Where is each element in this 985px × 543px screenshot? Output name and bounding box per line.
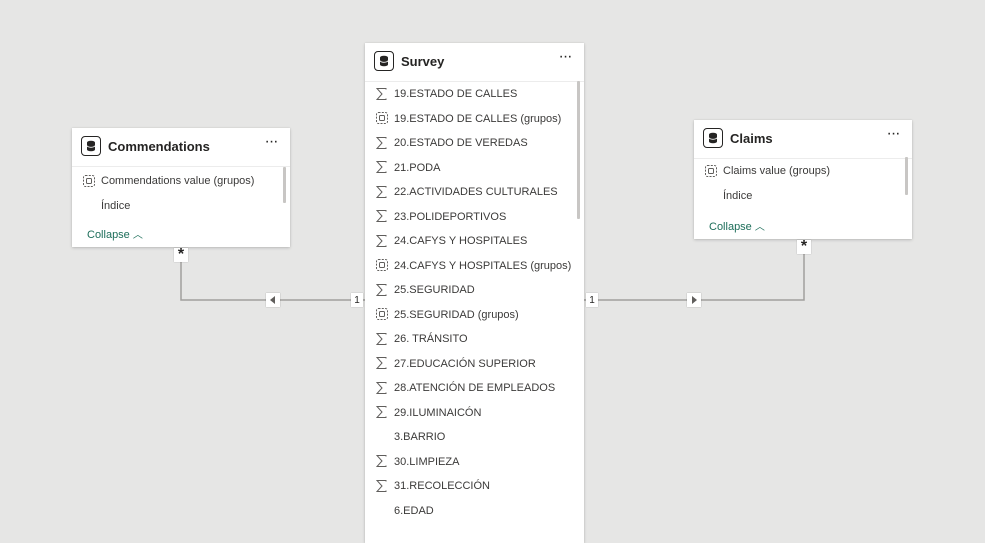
sigma-icon [375, 234, 388, 247]
sigma-icon [375, 357, 388, 370]
scrollbar[interactable] [283, 167, 286, 203]
field-label: 28.ATENCIÓN DE EMPLEADOS [394, 382, 556, 394]
field-item[interactable]: 29.ILUMINAICÓN [365, 401, 584, 426]
field-label: Commendations value (grupos) [101, 175, 255, 187]
field-label: Índice [101, 199, 131, 212]
sigma-icon [375, 185, 388, 198]
field-label: 20.ESTADO DE VEREDAS [394, 137, 528, 149]
more-options-button[interactable]: ··· [886, 125, 901, 142]
sigma-icon [375, 210, 388, 223]
field-item[interactable]: Claims value (groups) [694, 159, 912, 184]
field-item[interactable]: 21.PODA [365, 156, 584, 181]
chevron-up-icon: ︿ [754, 222, 765, 233]
filter-direction-right-arrow-icon[interactable] [687, 293, 701, 307]
field-list: Claims value (groups) Índice [694, 157, 912, 209]
filter-direction-left-arrow-icon[interactable] [266, 293, 280, 307]
database-icon [703, 128, 723, 148]
field-label: Claims value (groups) [723, 165, 830, 177]
collapse-button[interactable]: Collapse︿ [87, 226, 143, 241]
field-label: 22.ACTIVIDADES CULTURALES [394, 186, 558, 198]
field-list: Commendations value (grupos) Índice [72, 167, 290, 218]
sigma-icon [375, 161, 388, 174]
more-options-button[interactable]: ··· [558, 48, 573, 65]
group-icon [375, 112, 388, 125]
field-item[interactable]: 22.ACTIVIDADES CULTURALES [365, 180, 584, 205]
chevron-up-icon: ︿ [132, 230, 143, 241]
sigma-icon [375, 406, 388, 419]
database-icon [81, 136, 101, 156]
survey-header[interactable]: Survey ··· [365, 43, 584, 82]
field-label: 30.LIMPIEZA [394, 455, 460, 468]
field-list: 19.ESTADO DE CALLES 19.ESTADO DE CALLES (… [365, 82, 584, 523]
field-label: 24.CAFYS Y HOSPITALES (grupos) [394, 259, 572, 272]
group-icon [375, 259, 388, 272]
field-item[interactable]: 20.ESTADO DE VEREDAS [365, 131, 584, 156]
cardinality-one-marker-right: 1 [586, 293, 598, 307]
claims-header[interactable]: Claims ··· [694, 120, 912, 159]
field-item[interactable]: 26. TRÁNSITO [365, 327, 584, 352]
field-label: 25.SEGURIDAD (grupos) [394, 308, 519, 321]
field-item[interactable]: 19.ESTADO DE CALLES (grupos) [365, 107, 584, 132]
sigma-icon [375, 332, 388, 345]
field-label: 27.EDUCACIÓN SUPERIOR [394, 357, 536, 370]
field-item[interactable]: Commendations value (grupos) [72, 169, 290, 194]
commendations-table-card[interactable]: Commendations ··· Commendations value (g… [72, 128, 290, 247]
more-options-button[interactable]: ··· [264, 133, 279, 150]
sigma-icon [375, 283, 388, 296]
field-item[interactable]: 24.CAFYS Y HOSPITALES [365, 229, 584, 254]
sigma-icon [375, 455, 388, 468]
table-title: Survey [401, 54, 445, 69]
field-item[interactable]: 25.SEGURIDAD [365, 278, 584, 303]
scrollbar[interactable] [577, 81, 580, 219]
commendations-header[interactable]: Commendations ··· [72, 128, 290, 167]
field-item[interactable]: 28.ATENCIÓN DE EMPLEADOS [365, 376, 584, 401]
group-icon [82, 174, 95, 187]
collapse-button[interactable]: Collapse︿ [709, 218, 765, 233]
field-item[interactable]: 23.POLIDEPORTIVOS [365, 205, 584, 230]
collapse-label: Collapse [87, 229, 130, 241]
field-label: 21.PODA [394, 161, 441, 174]
cardinality-one-marker-left: 1 [351, 293, 363, 307]
sigma-icon [375, 136, 388, 149]
sigma-icon [375, 87, 388, 100]
field-item[interactable]: Índice [72, 194, 290, 219]
field-label: 31.RECOLECCIÓN [394, 480, 490, 492]
field-label: 26. TRÁNSITO [394, 333, 468, 345]
table-title: Claims [730, 131, 773, 146]
group-icon [375, 308, 388, 321]
collapse-label: Collapse [709, 221, 752, 233]
sigma-icon [375, 479, 388, 492]
field-item[interactable]: 24.CAFYS Y HOSPITALES (grupos) [365, 254, 584, 279]
field-label: Índice [723, 189, 753, 202]
field-label: 19.ESTADO DE CALLES (grupos) [394, 112, 562, 125]
group-icon [704, 164, 717, 177]
field-item[interactable]: 25.SEGURIDAD (grupos) [365, 303, 584, 328]
field-item[interactable]: 3.BARRIO [365, 425, 584, 450]
cardinality-many-marker-left: * [174, 246, 188, 263]
table-title: Commendations [108, 139, 210, 154]
field-label: 29.ILUMINAICÓN [394, 406, 482, 419]
field-item[interactable]: 6.EDAD [365, 499, 584, 524]
field-item[interactable]: 19.ESTADO DE CALLES [365, 82, 584, 107]
field-label: 23.POLIDEPORTIVOS [394, 210, 507, 223]
field-label: 3.BARRIO [394, 431, 446, 443]
field-item[interactable]: 30.LIMPIEZA [365, 450, 584, 475]
database-icon [374, 51, 394, 71]
field-label: 19.ESTADO DE CALLES [394, 88, 518, 100]
field-label: 24.CAFYS Y HOSPITALES [394, 235, 528, 247]
claims-table-card[interactable]: Claims ··· Claims value (groups) Índice … [694, 120, 912, 239]
cardinality-many-marker-right: * [797, 238, 811, 255]
field-item[interactable]: 31.RECOLECCIÓN [365, 474, 584, 499]
relationship-line-survey-claims [584, 246, 805, 301]
field-item[interactable]: Índice [694, 184, 912, 209]
sigma-icon [375, 381, 388, 394]
field-item[interactable]: 27.EDUCACIÓN SUPERIOR [365, 352, 584, 377]
field-label: 25.SEGURIDAD [394, 284, 475, 296]
field-label: 6.EDAD [394, 504, 434, 517]
scrollbar[interactable] [905, 157, 908, 195]
